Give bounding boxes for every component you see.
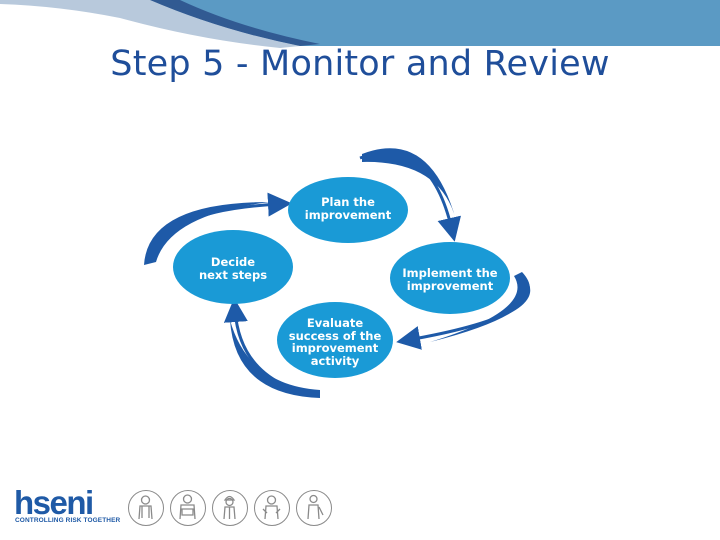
- cycle-diagram-graphic: [144, 148, 531, 398]
- worker-icon: [170, 490, 206, 526]
- node-implement-label: Implement the improvement: [402, 266, 498, 293]
- node-implement: [390, 242, 510, 314]
- worker-icon: [128, 490, 164, 526]
- cycle-diagram: Plan the improvement Implement the impro…: [130, 140, 560, 405]
- node-plan: [288, 177, 408, 243]
- logo-text: hseni: [14, 484, 94, 521]
- hseni-logo: hseni CONTROLLING RISK TOGETHER: [14, 484, 120, 530]
- node-evaluate: [277, 302, 393, 378]
- worker-icon: [212, 490, 248, 526]
- node-decide: [173, 230, 293, 304]
- arrow-plan-to-implement-swoosh: [362, 148, 456, 220]
- node-evaluate-label: Evaluate success of the improvement acti…: [288, 316, 382, 368]
- arrow-evaluate-to-decide-swoosh: [230, 320, 320, 398]
- header-band: [0, 0, 720, 48]
- node-decide-label: Decide next steps: [198, 255, 268, 282]
- slide-title: Step 5 - Monitor and Review: [110, 44, 610, 84]
- worker-icons: [128, 490, 338, 530]
- node-plan-label: Plan the improvement: [304, 195, 392, 222]
- worker-icon: [296, 490, 332, 526]
- logo-tagline: CONTROLLING RISK TOGETHER: [15, 517, 121, 524]
- worker-icon: [254, 490, 290, 526]
- arrow-decide-to-plan-swoosh: [144, 202, 270, 265]
- arrow-implement-to-evaluate-swoosh: [430, 272, 530, 342]
